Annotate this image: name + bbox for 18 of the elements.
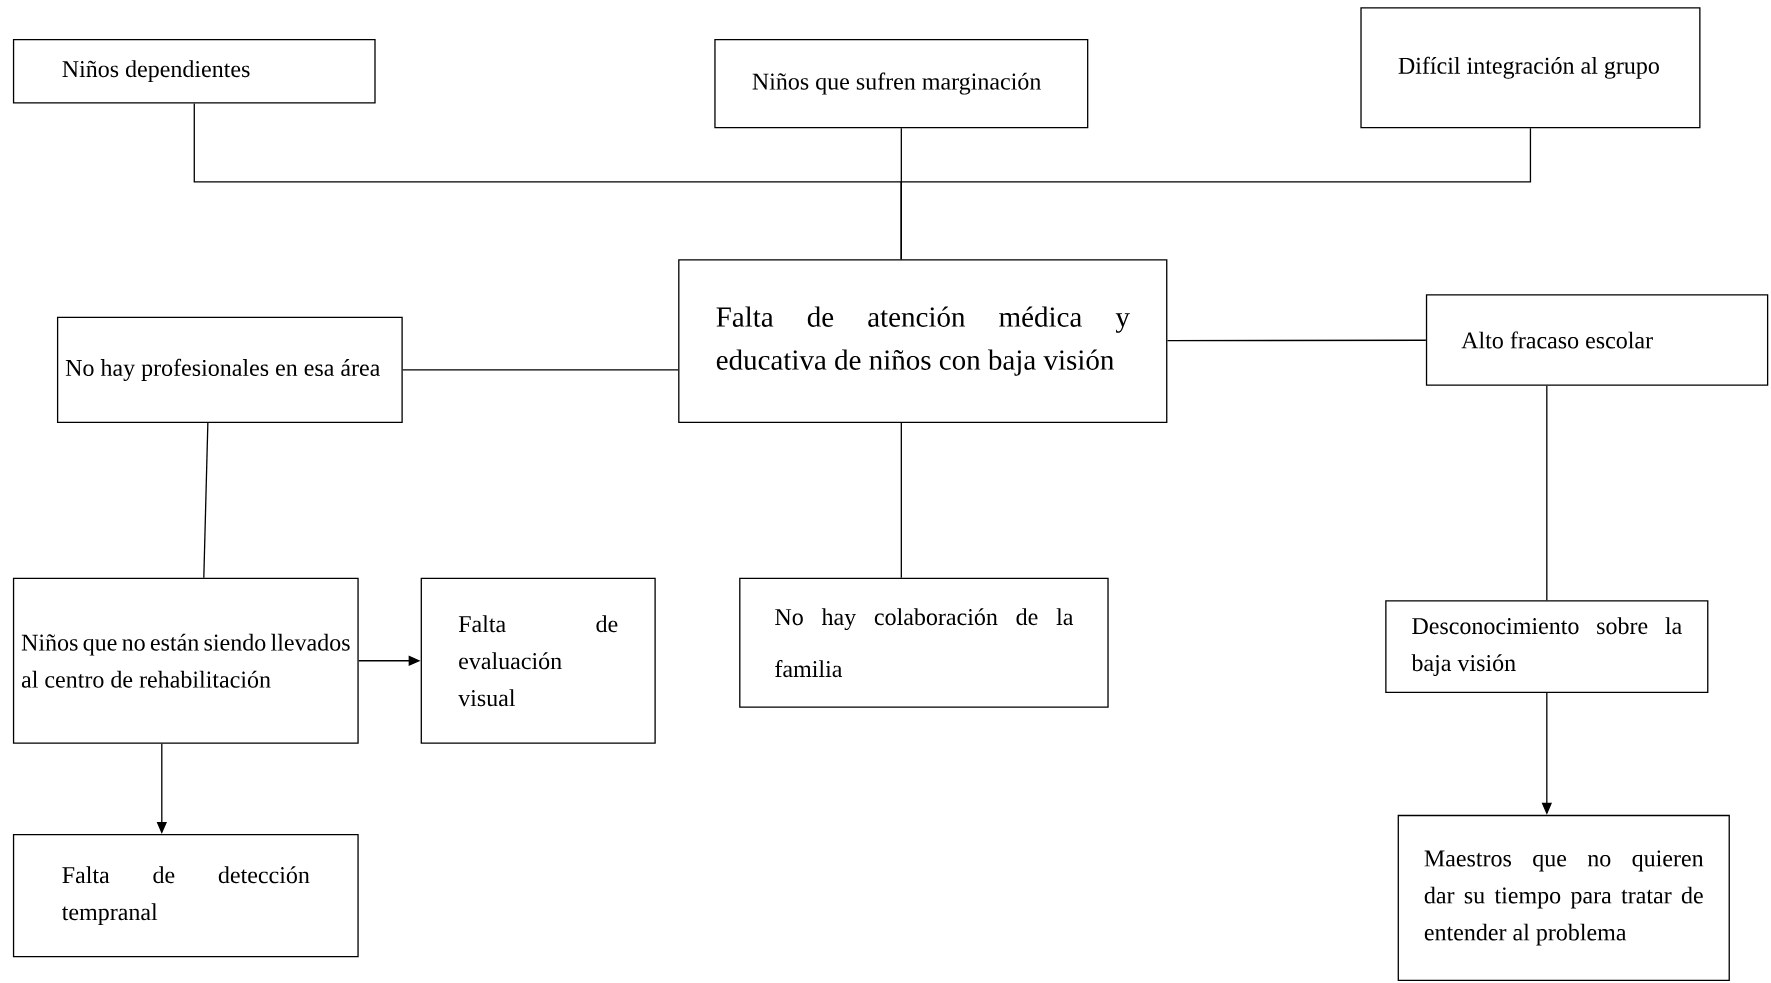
text-box: Falta de detección tempranal: [12, 834, 359, 958]
connector: [900, 127, 1532, 260]
text-box: Difícil integración al grupo: [1360, 7, 1701, 129]
connector: [402, 369, 679, 371]
central-problem-box: Falta de atención médica y educativa de niños con baja visión: [678, 259, 1168, 424]
text-box: Desconocimiento sobre la baja visión: [1385, 600, 1709, 693]
text-box: Niños que sufren marginación: [714, 38, 1089, 129]
connector: [900, 422, 902, 579]
text-box: Maestros que no quieren dar su tiempo para tratar de entender al problema: [1397, 814, 1730, 982]
connector: [1546, 385, 1548, 601]
connector: [1166, 339, 1427, 342]
text-box: No hay profesionales en esa área: [56, 316, 403, 424]
text-box: No hay colaboración de la familia: [739, 577, 1109, 708]
text-box: Niños que no están siendo llevados al centro de rehabilitación: [12, 577, 359, 744]
text-box: Niños dependientes: [12, 38, 376, 104]
text-box: Alto fracaso escolar: [1425, 294, 1769, 386]
connector: [203, 422, 209, 579]
text-box: Falta de evaluación visual: [420, 577, 656, 744]
